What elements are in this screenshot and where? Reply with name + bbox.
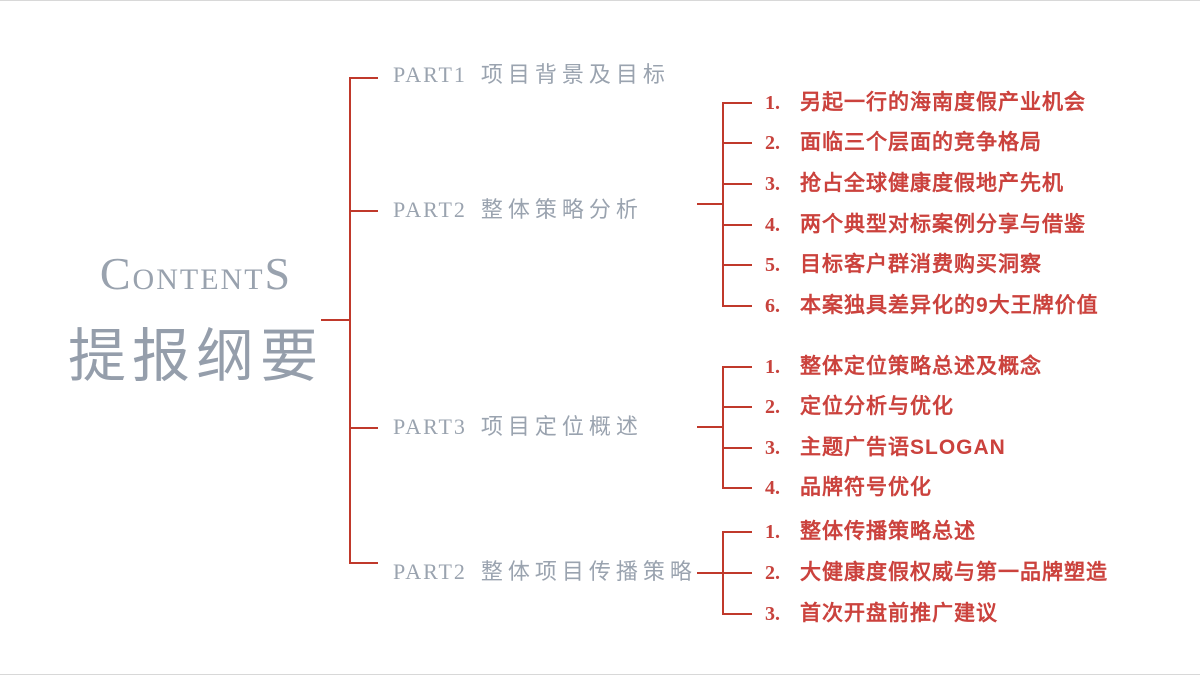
item-text: 两个典型对标案例分享与借鉴 <box>800 213 1086 236</box>
contents-connector-line <box>321 319 350 321</box>
part3-label: PART3 <box>393 414 467 439</box>
part2-item4-stub-line <box>722 224 752 226</box>
item-number: 1. <box>765 356 780 378</box>
part1-branch-line <box>349 77 378 79</box>
item-number: 2. <box>765 396 780 418</box>
part-row-4: PART2 整体项目传播策略 <box>393 559 697 585</box>
item-text: 定位分析与优化 <box>800 395 954 418</box>
contents-title-middle: ONTENT <box>132 263 265 296</box>
item-number: 1. <box>765 521 780 543</box>
item-number: 5. <box>765 254 780 276</box>
toc-item: 2. 大健康度假权威与第一品牌塑造 <box>765 560 1108 586</box>
part3-item2-stub-line <box>722 406 752 408</box>
part2-subtree-connector-line <box>697 203 723 205</box>
part3-subtree-connector-line <box>697 426 723 428</box>
toc-item: 3. 主题广告语SLOGAN <box>765 435 1006 461</box>
item-text: 本案独具差异化的9大王牌价值 <box>800 294 1099 317</box>
part4-title: 整体项目传播策略 <box>480 559 697 584</box>
toc-item: 5. 目标客户群消费购买洞察 <box>765 252 1042 278</box>
contents-title-block: CONTENTS 提报纲要 <box>56 248 336 389</box>
part2-title: 整体策略分析 <box>480 197 643 222</box>
part3-title: 项目定位概述 <box>480 414 643 439</box>
item-number: 2. <box>765 562 780 584</box>
slide-subtitle: 提报纲要 <box>67 324 324 389</box>
item-number: 6. <box>765 295 780 317</box>
item-text: 抢占全球健康度假地产先机 <box>800 172 1064 195</box>
item-number: 2. <box>765 132 780 154</box>
item-text: 大健康度假权威与第一品牌塑造 <box>800 561 1108 584</box>
part2-branch-line <box>349 210 378 212</box>
item-number: 4. <box>765 214 780 236</box>
contents-title: CONTENTS <box>56 248 336 311</box>
part2-label: PART2 <box>393 197 467 222</box>
toc-item: 2. 定位分析与优化 <box>765 394 954 420</box>
part2-item3-stub-line <box>722 183 752 185</box>
part4-item2-stub-line <box>722 572 752 574</box>
part-row-1: PART1 项目背景及目标 <box>393 62 670 88</box>
part2-item1-stub-line <box>722 102 752 104</box>
part4-item1-stub-line <box>722 531 752 533</box>
part1-title: 项目背景及目标 <box>480 62 670 87</box>
part2-item2-stub-line <box>722 142 752 144</box>
toc-item: 3. 首次开盘前推广建议 <box>765 601 998 627</box>
item-text: 整体定位策略总述及概念 <box>800 355 1042 378</box>
part3-subtree-trunk-line <box>722 366 724 489</box>
toc-item: 3. 抢占全球健康度假地产先机 <box>765 171 1064 197</box>
toc-item: 1. 整体定位策略总述及概念 <box>765 354 1042 380</box>
item-text: 品牌符号优化 <box>800 476 932 499</box>
item-text: 另起一行的海南度假产业机会 <box>800 91 1086 114</box>
part2-item6-stub-line <box>722 305 752 307</box>
item-text: 主题广告语SLOGAN <box>800 436 1006 459</box>
toc-item: 4. 两个典型对标案例分享与借鉴 <box>765 212 1086 238</box>
toc-item: 1. 另起一行的海南度假产业机会 <box>765 90 1086 116</box>
part3-item3-stub-line <box>722 447 752 449</box>
item-number: 1. <box>765 92 780 114</box>
part4-branch-line <box>349 562 378 564</box>
part-row-3: PART3 项目定位概述 <box>393 414 643 440</box>
part1-label: PART1 <box>393 62 467 87</box>
contents-title-final: S <box>264 248 293 299</box>
toc-item: 2. 面临三个层面的竞争格局 <box>765 130 1042 156</box>
item-text: 整体传播策略总述 <box>800 520 976 543</box>
item-number: 4. <box>765 477 780 499</box>
part3-item4-stub-line <box>722 487 752 489</box>
item-text: 目标客户群消费购买洞察 <box>800 253 1042 276</box>
part4-label: PART2 <box>393 559 467 584</box>
part-row-2: PART2 整体策略分析 <box>393 197 643 223</box>
contents-title-initial: C <box>99 248 133 299</box>
item-number: 3. <box>765 603 780 625</box>
part3-item1-stub-line <box>722 366 752 368</box>
main-trunk-line <box>349 77 351 564</box>
toc-item: 6. 本案独具差异化的9大王牌价值 <box>765 293 1099 319</box>
item-number: 3. <box>765 173 780 195</box>
item-number: 3. <box>765 437 780 459</box>
item-text: 首次开盘前推广建议 <box>800 602 998 625</box>
item-text: 面临三个层面的竞争格局 <box>800 131 1042 154</box>
toc-item: 4. 品牌符号优化 <box>765 475 932 501</box>
part2-subtree-trunk-line <box>722 102 724 307</box>
part4-item3-stub-line <box>722 613 752 615</box>
part2-item5-stub-line <box>722 264 752 266</box>
part4-subtree-connector-line <box>697 572 723 574</box>
slide-top-border <box>0 0 1200 1</box>
toc-item: 1. 整体传播策略总述 <box>765 519 976 545</box>
part3-branch-line <box>349 427 378 429</box>
